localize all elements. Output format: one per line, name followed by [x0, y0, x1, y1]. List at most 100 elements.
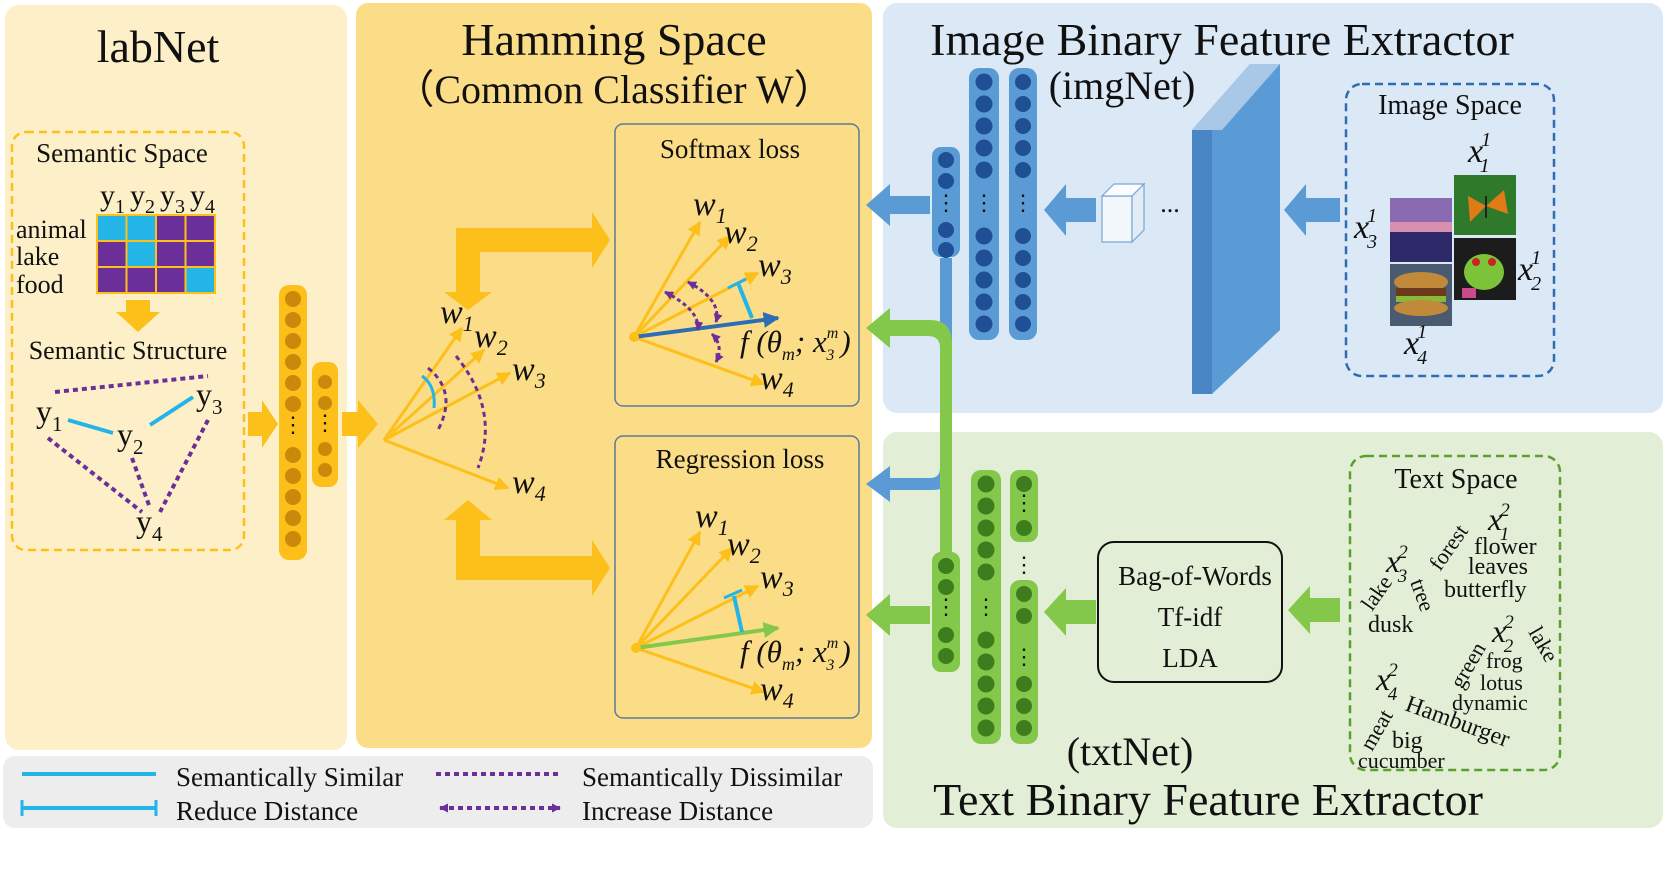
- neuron-node: [977, 475, 995, 493]
- neuron-node: [1016, 698, 1032, 714]
- neuron-node: [1015, 162, 1031, 178]
- label-cell: [125, 214, 157, 242]
- txtnet-subtitle: (txtNet): [1067, 729, 1194, 774]
- softmax-label: Softmax loss: [660, 134, 800, 164]
- central-w3: w3: [512, 351, 546, 393]
- neuron-node: [285, 510, 301, 526]
- neuron-node: [977, 541, 995, 559]
- word-cucumber: cucumber: [1358, 748, 1445, 773]
- neuron-node: [1015, 74, 1031, 90]
- neuron-node: [1016, 520, 1032, 536]
- imgnet-title: Image Binary Feature Extractor: [930, 14, 1514, 65]
- softmax-w2: w2: [724, 214, 758, 256]
- sim-edge-y2-y3: [148, 395, 195, 427]
- imgspace-to-conv-arrow: [1284, 184, 1340, 236]
- label-cell: [96, 214, 128, 242]
- word-leaves: leaves: [1468, 554, 1528, 580]
- row-label-food: food: [16, 270, 64, 299]
- labnet-title: labNet: [97, 21, 220, 72]
- text-space-label: Text Space: [1394, 464, 1517, 495]
- hamming-to-softmax-arrow: [444, 212, 610, 310]
- neuron-node: [975, 271, 993, 289]
- neuron-node: [977, 631, 995, 649]
- neuron-node: [1015, 316, 1031, 332]
- node-y4: y4: [136, 503, 163, 546]
- neuron-node: [938, 627, 954, 643]
- neuron-ellipsis: ⋮: [314, 410, 336, 435]
- imgnet-layer-small: ⋮: [932, 147, 960, 258]
- dissim-edge-y1-y4: [46, 436, 144, 514]
- conv-feature-slab: [1192, 64, 1280, 394]
- semantic-space-box: [10, 130, 246, 552]
- neuron-node: [977, 697, 995, 715]
- neuron-node: [938, 579, 954, 595]
- neuron-node: [1015, 118, 1031, 134]
- imgnet-to-hamming-arrow: [866, 184, 930, 226]
- neuron-node: [285, 531, 301, 547]
- neuron-node: [1015, 228, 1031, 244]
- method-bow: Bag-of-Words: [1118, 561, 1272, 591]
- label-header-y1: y1: [100, 179, 125, 218]
- word-flower: flower: [1474, 534, 1537, 560]
- neuron-node: [285, 333, 301, 349]
- neuron-node: [318, 375, 332, 389]
- neuron-node: [1015, 272, 1031, 288]
- label-cell: [184, 240, 216, 268]
- neuron-node: [1015, 250, 1031, 266]
- neuron-node: [977, 653, 995, 671]
- imgnet-layer-2: ⋮: [1009, 68, 1037, 340]
- neuron-node: [285, 291, 301, 307]
- central-w2: w2: [474, 318, 508, 360]
- txtnet-panel: [883, 432, 1663, 828]
- txtnet-layer-2a: ⋮: [1010, 470, 1038, 542]
- neuron-node: [975, 227, 993, 245]
- neuron-node: [285, 468, 301, 484]
- thumb-butterfly: [1454, 175, 1516, 235]
- legend-similar: Semantically Similar: [176, 762, 403, 792]
- row-label-animal: animal: [16, 215, 87, 244]
- txtnet-layer-1: ⋮: [971, 470, 1001, 744]
- label-cell: [96, 240, 128, 268]
- neuron-node: [1016, 476, 1032, 492]
- imgnet-layer-1: ⋮: [969, 68, 999, 340]
- neuron-node: [285, 354, 301, 370]
- text-methods-box: [1097, 541, 1283, 683]
- regression-w3: w3: [760, 559, 794, 601]
- row-label-lake: lake: [16, 242, 59, 271]
- txtnet-layer-small: ⋮: [932, 552, 960, 672]
- neuron-ellipsis: ⋮: [282, 412, 304, 437]
- image-space-label: Image Space: [1378, 90, 1522, 121]
- softmax-w3: w3: [758, 247, 792, 289]
- legend-reduce: Reduce Distance: [176, 796, 358, 826]
- semantic-structure-graph: y1 y2 y3 y4: [36, 374, 223, 546]
- neuron-node: [975, 73, 993, 91]
- regression-w2: w2: [727, 526, 761, 568]
- label-header: y1 y2 y3 y4: [100, 179, 215, 218]
- neuron-node: [318, 396, 332, 410]
- word-big: big: [1392, 728, 1423, 754]
- layer-to-hamming-arrow: [342, 400, 378, 448]
- txtnet-title: Text Binary Feature Extractor: [933, 774, 1483, 825]
- label-header-y3: y3: [160, 179, 185, 218]
- word-dynamic: dynamic: [1452, 690, 1528, 715]
- label-header-y2: y2: [130, 179, 155, 218]
- neuron-node: [977, 675, 995, 693]
- thumb-dusk-lake: [1390, 198, 1452, 262]
- labnet-to-layer-arrow: [248, 400, 278, 448]
- neuron-node: [975, 95, 993, 113]
- label-cell: [155, 266, 187, 294]
- img-to-softmax-green-arrow: [866, 308, 952, 578]
- neuron-node: [938, 242, 954, 258]
